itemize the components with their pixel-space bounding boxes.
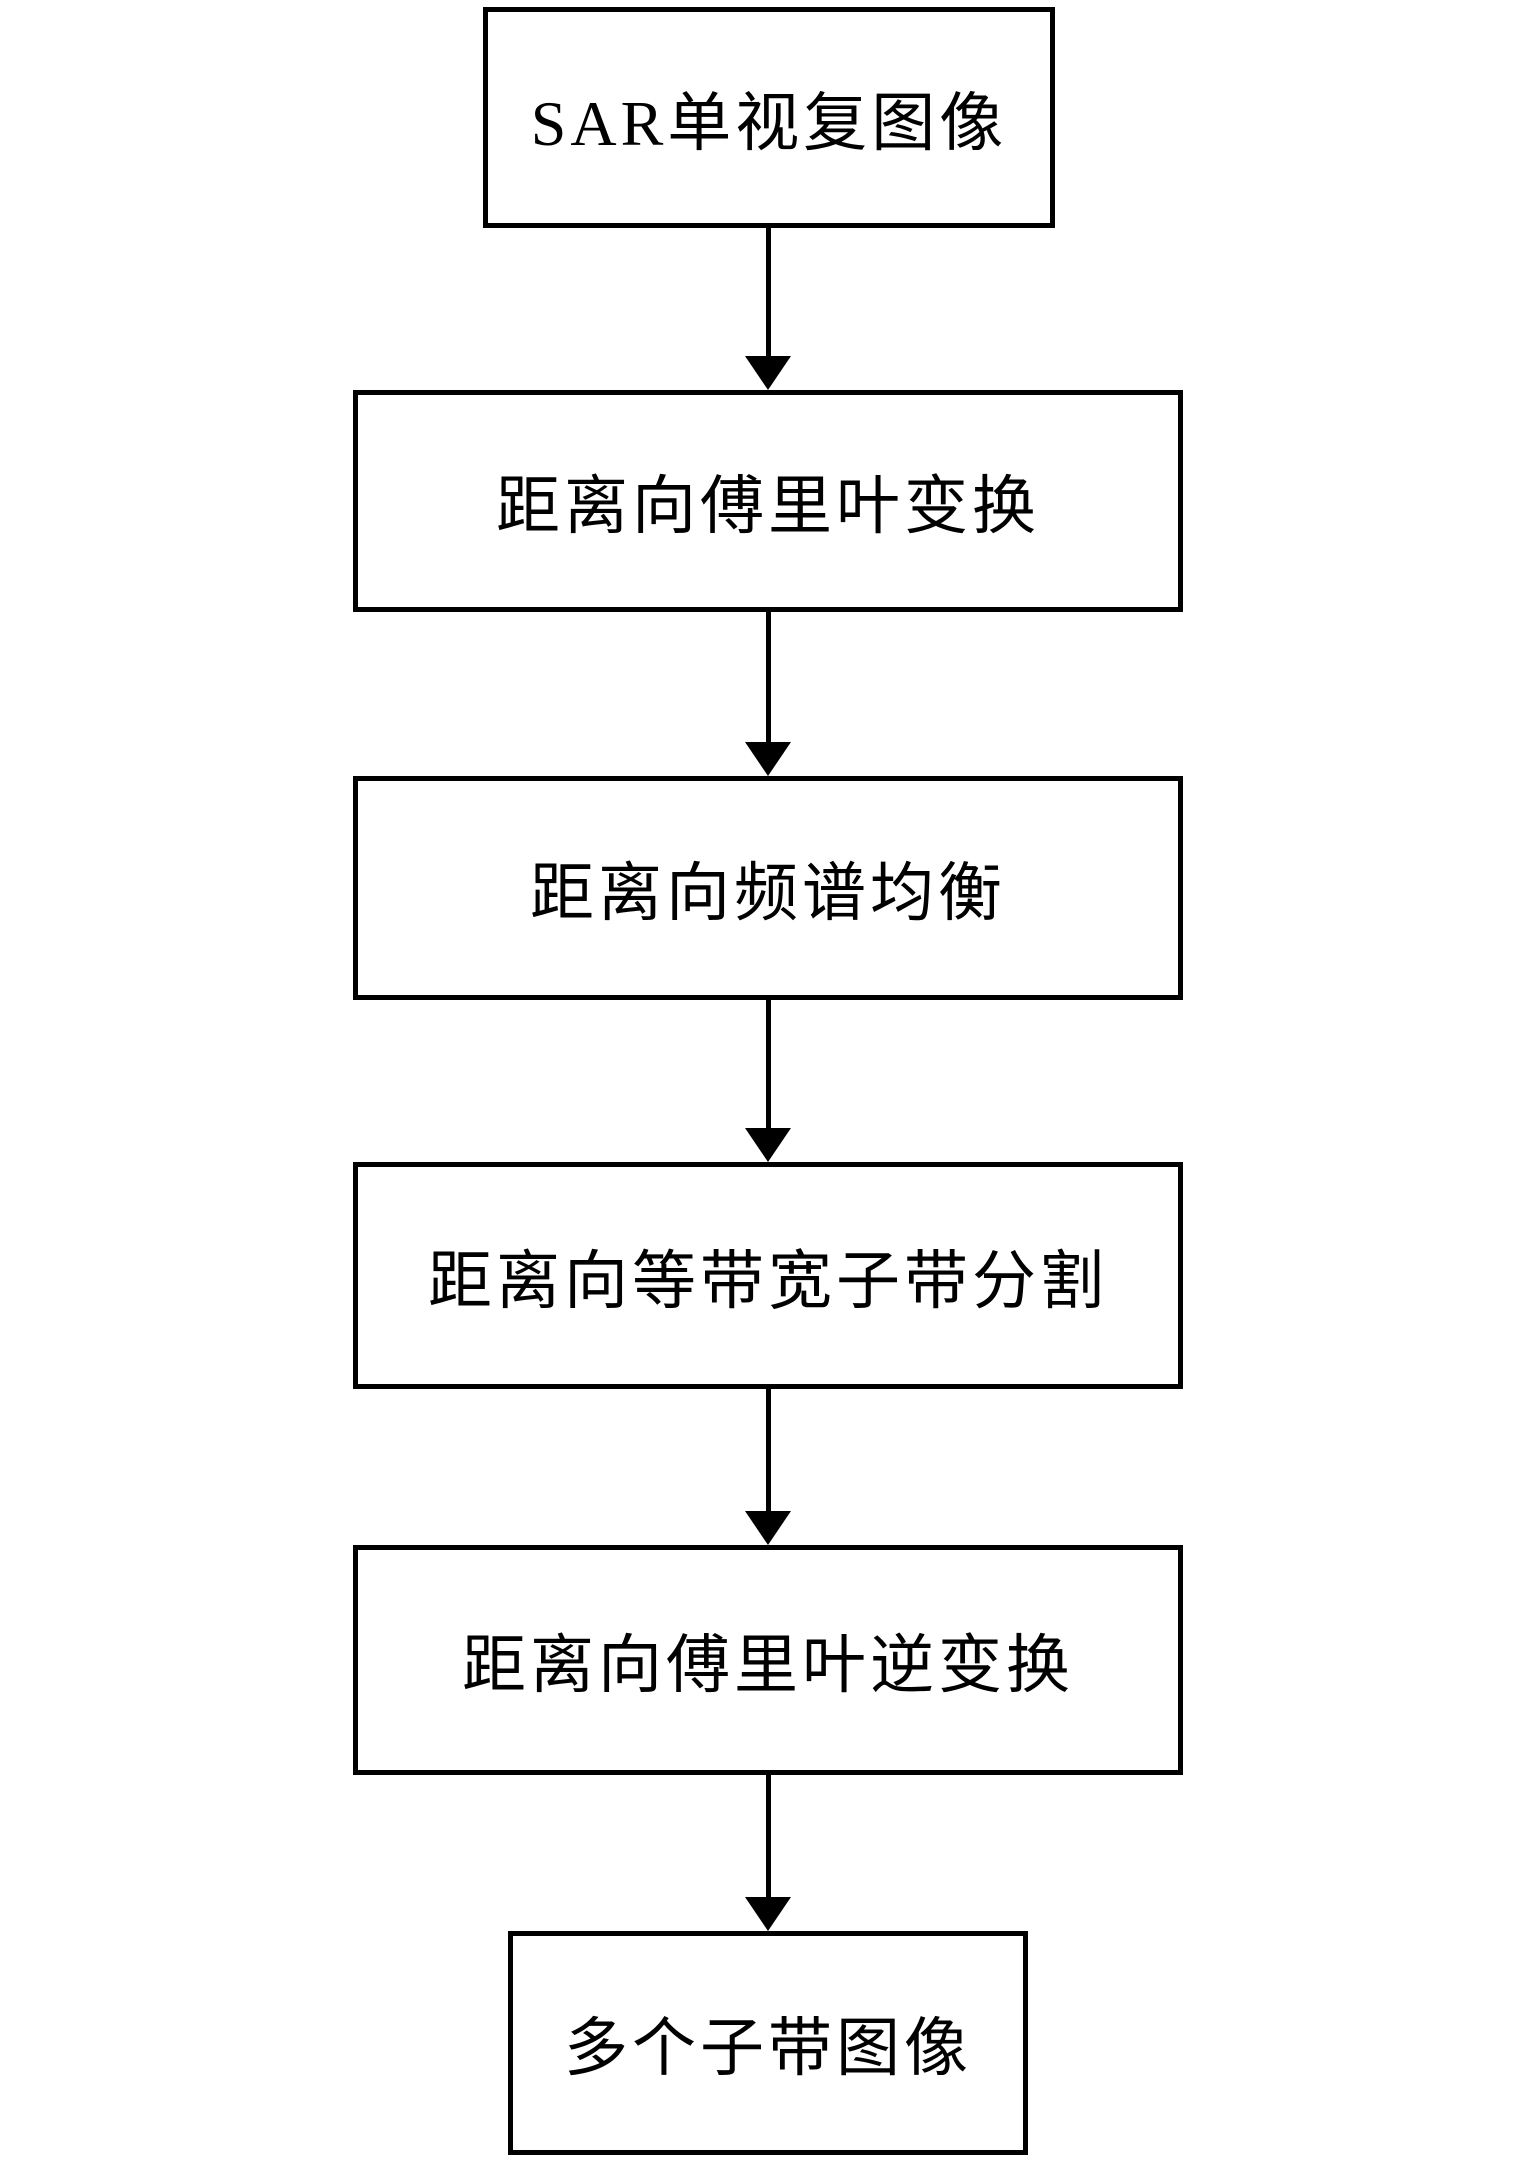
flow-step-label: 多个子带图像 — [564, 2013, 972, 2084]
flow-connector-5 — [745, 1775, 791, 1931]
arrow-shaft — [765, 1000, 771, 1128]
flow-step-label: 距离向等带宽子带分割 — [428, 1245, 1108, 1317]
flow-connector-4 — [745, 1389, 791, 1545]
arrow-shaft — [765, 1389, 771, 1511]
flow-step-label: 距离向频谱均衡 — [530, 858, 1006, 929]
arrow-down-icon — [745, 742, 791, 776]
flow-step-label: 距离向傅里叶变换 — [496, 471, 1040, 542]
flow-step-range-spectrum-equalization: 距离向频谱均衡 — [353, 776, 1183, 1000]
arrow-shaft — [765, 612, 771, 742]
flow-step-sar-slc-image: SAR单视复图像 — [483, 7, 1055, 228]
flow-connector-2 — [745, 612, 791, 776]
arrow-down-icon — [745, 356, 791, 390]
arrow-shaft — [765, 1775, 771, 1897]
flow-step-multiple-subband-images: 多个子带图像 — [508, 1931, 1028, 2155]
arrow-down-icon — [745, 1897, 791, 1931]
arrow-down-icon — [745, 1128, 791, 1162]
flow-connector-1 — [745, 228, 791, 390]
flow-step-label: SAR单视复图像 — [530, 87, 1008, 159]
flow-step-equal-bandwidth-subband-split: 距离向等带宽子带分割 — [353, 1162, 1183, 1389]
flow-step-range-inverse-fft: 距离向傅里叶逆变换 — [353, 1545, 1183, 1775]
flow-connector-3 — [745, 1000, 791, 1162]
arrow-shaft — [765, 228, 771, 356]
flow-step-range-fft: 距离向傅里叶变换 — [353, 390, 1183, 612]
arrow-down-icon — [745, 1511, 791, 1545]
flow-step-label: 距离向傅里叶逆变换 — [462, 1630, 1074, 1701]
